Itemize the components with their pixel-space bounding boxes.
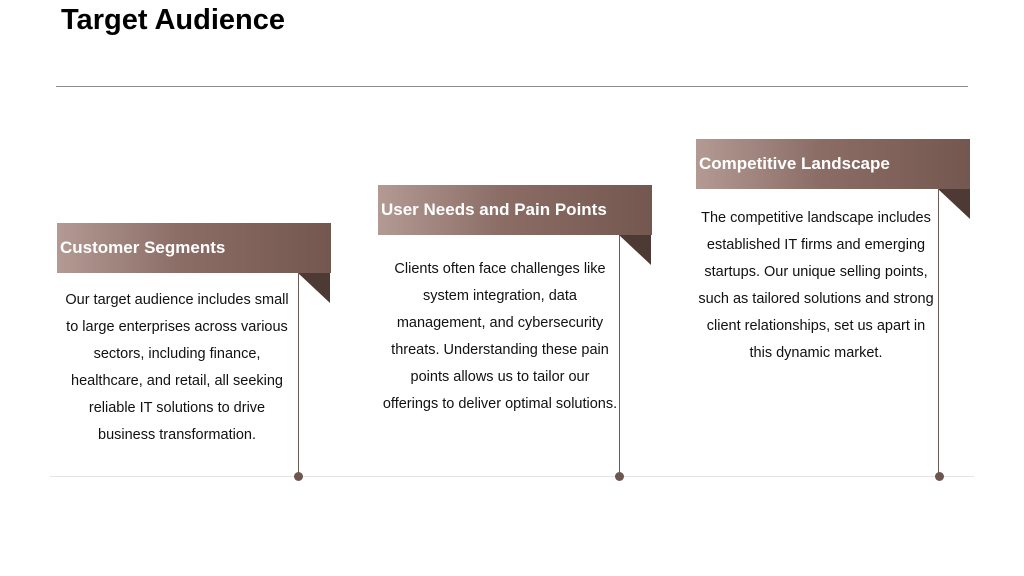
banner-customer-segments: Customer Segments: [57, 223, 331, 273]
timeline-stem: [298, 273, 299, 476]
banner-competitive-landscape: Competitive Landscape: [696, 139, 970, 189]
timeline-dot: [935, 472, 944, 481]
banner-fold: [298, 273, 330, 303]
page-title: Target Audience: [61, 4, 285, 36]
timeline-dot: [294, 472, 303, 481]
card-text-user-needs: Clients often face challenges like syste…: [382, 261, 618, 412]
banner-fold: [938, 189, 970, 219]
banner-user-needs: User Needs and Pain Points: [378, 185, 652, 235]
banner-heading: Customer Segments: [60, 238, 226, 257]
timeline-baseline: [50, 476, 974, 477]
timeline-stem: [619, 235, 620, 476]
timeline-dot: [615, 472, 624, 481]
banner-fold: [619, 235, 651, 265]
card-text-competitive-landscape: The competitive landscape includes estab…: [698, 210, 934, 361]
banner-heading: User Needs and Pain Points: [381, 200, 607, 219]
timeline-stem: [938, 189, 939, 476]
card-text-customer-segments: Our target audience includes small to la…: [65, 292, 289, 443]
title-divider: [56, 86, 968, 87]
banner-heading: Competitive Landscape: [699, 154, 890, 173]
